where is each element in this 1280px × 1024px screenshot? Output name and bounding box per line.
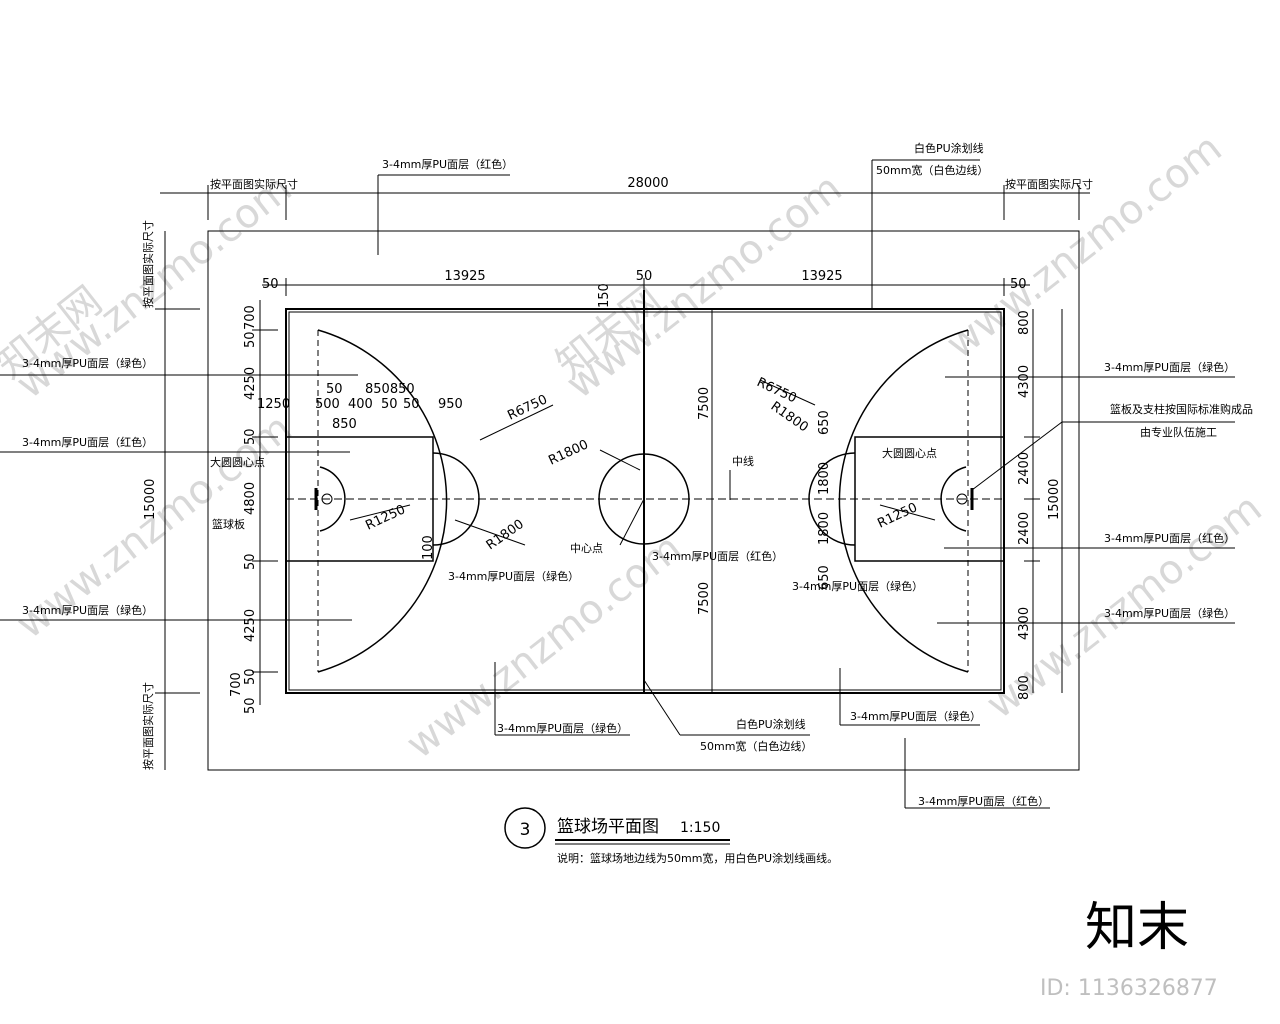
title-number-circle — [504, 807, 546, 849]
label-pu-green-bottom-right: 3-4mm厚PU面层（绿色） — [850, 709, 981, 723]
dim-right-650-a: 650 — [817, 410, 832, 435]
label-white-line-top: 白色PU涂划线 — [914, 141, 984, 155]
dim-7500-bottom: 7500 — [697, 582, 712, 615]
dim-by-site-left-top: 按平面图实际尺寸 — [141, 220, 155, 308]
dim-left-50-a: 50 — [243, 331, 258, 348]
radius-center-1800: R1800 — [546, 437, 591, 468]
left-restricted-arc — [319, 466, 346, 532]
left-hoop — [321, 493, 333, 505]
dim-left-700-top: 700 — [243, 305, 258, 330]
label-hoop-note-2: 由专业队伍施工 — [1140, 425, 1217, 439]
dim-right-4300-bottom: 4300 — [1017, 607, 1032, 640]
label-center-point: 中心点 — [570, 542, 603, 555]
dim-left-50-e: 50 — [243, 697, 258, 714]
dim-15000-right: 15000 — [1047, 479, 1062, 520]
dim-left-4250-bottom: 4250 — [243, 609, 258, 642]
label-pu-red-bottom: 3-4mm厚PU面层（红色） — [918, 794, 1049, 808]
dim-50-center: 50 — [636, 269, 653, 284]
label-pu-red-left: 3-4mm厚PU面层（红色） — [22, 435, 153, 449]
title-number: 3 — [520, 820, 531, 840]
dim-by-site-right: 按平面图实际尺寸 — [1005, 177, 1093, 191]
dim-key-500: 500 — [315, 397, 340, 412]
watermark-site-6: www.znzmo.com — [938, 125, 1231, 368]
right-threepoint-arc — [838, 329, 969, 673]
dim-key-50-b: 50 — [403, 397, 420, 412]
dim-right-2400-top: 2400 — [1017, 452, 1032, 485]
title-text: 篮球场平面图 — [557, 817, 659, 837]
dim-key-850850: 850850 — [365, 382, 415, 397]
dim-right-4300-top: 4300 — [1017, 365, 1032, 398]
dim-right-800-top: 800 — [1017, 310, 1032, 335]
dim-right-1800-b: 1800 — [817, 512, 832, 545]
right-hoop — [956, 493, 968, 505]
radius-left-6750: R6750 — [505, 392, 550, 423]
dim-28000: 28000 — [627, 176, 668, 191]
dim-left-4250-top: 4250 — [243, 367, 258, 400]
dim-left-4800: 4800 — [243, 482, 258, 515]
dim-left-50-b: 50 — [243, 428, 258, 445]
radius-right-1250: R1250 — [875, 500, 920, 531]
label-pu-green-right-bottom: 3-4mm厚PU面层（绿色） — [1104, 606, 1235, 620]
dim-left-700-bottom: 700 — [229, 672, 244, 697]
label-pu-red-top: 3-4mm厚PU面层（红色） — [382, 157, 513, 171]
right-restricted-arc — [940, 466, 967, 532]
label-center-line: 中线 — [732, 454, 754, 468]
dim-15000-left: 15000 — [143, 479, 158, 520]
left-key — [285, 436, 434, 562]
label-backboard: 篮球板 — [212, 517, 245, 531]
dim-key-100: 100 — [421, 535, 436, 560]
dim-right-650-b: 650 — [817, 565, 832, 590]
radius-left-1250: R1250 — [363, 502, 408, 533]
watermark-logo: 知末 — [1085, 898, 1189, 958]
label-pu-green-left-bottom: 3-4mm厚PU面层（绿色） — [22, 603, 153, 617]
label-big-circle-left: 大圆圆心点 — [210, 455, 265, 469]
label-pu-green-left-top: 3-4mm厚PU面层（绿色） — [22, 356, 153, 370]
dim-13925-left: 13925 — [444, 269, 485, 284]
dim-7500-top: 7500 — [697, 387, 712, 420]
right-key — [854, 436, 1005, 562]
dim-key-50: 50 — [326, 382, 343, 397]
dim-key-850: 850 — [332, 417, 357, 432]
label-pu-green-bottom-left: 3-4mm厚PU面层（绿色） — [497, 721, 628, 735]
watermark-id: ID: 1136326877 — [1040, 976, 1218, 1001]
label-line-50-top: 50mm宽（白色边线） — [876, 163, 988, 177]
dim-50-left: 50 — [262, 277, 279, 292]
radius-left-1800: R1800 — [484, 517, 527, 553]
label-line-50-bottom: 50mm宽（白色边线） — [700, 739, 812, 753]
label-white-line-bottom: 白色PU涂划线 — [736, 717, 806, 731]
dim-50-right: 50 — [1010, 277, 1027, 292]
label-pu-green-right-mid: 3-4mm厚PU面层（绿色） — [792, 579, 923, 593]
dim-by-site-left-bottom: 按平面图实际尺寸 — [141, 682, 155, 770]
site-boundary — [207, 230, 1080, 771]
label-big-circle-right: 大圆圆心点 — [882, 446, 937, 460]
dim-key-950: 950 — [438, 397, 463, 412]
dim-key-400: 400 — [348, 397, 373, 412]
left-threepoint-arc — [317, 329, 448, 673]
label-hoop-note-1: 篮板及支柱按国际标准购成品 — [1110, 402, 1253, 416]
dim-right-1800-a: 1800 — [817, 462, 832, 495]
dim-key-1250: 1250 — [257, 397, 290, 412]
dim-150: 150 — [597, 283, 612, 308]
dim-right-2400-bottom: 2400 — [1017, 512, 1032, 545]
title-note: 说明：篮球场地边线为50mm宽，用白色PU涂划线画线。 — [557, 851, 838, 865]
dim-by-site-left: 按平面图实际尺寸 — [210, 177, 298, 191]
left-freethrow-arc — [432, 452, 480, 546]
label-pu-green-left-mid: 3-4mm厚PU面层（绿色） — [448, 569, 579, 583]
dim-right-800-bottom: 800 — [1017, 675, 1032, 700]
dim-left-50-c: 50 — [243, 553, 258, 570]
title-scale: 1:150 — [680, 820, 720, 836]
label-pu-red-right: 3-4mm厚PU面层（红色） — [1104, 531, 1235, 545]
dim-13925-right: 13925 — [801, 269, 842, 284]
dim-key-50-a: 50 — [381, 397, 398, 412]
label-pu-red-center: 3-4mm厚PU面层（红色） — [652, 549, 783, 563]
right-freethrow-arc — [808, 452, 856, 546]
dim-left-50-d: 50 — [243, 668, 258, 685]
label-pu-green-right-top: 3-4mm厚PU面层（绿色） — [1104, 360, 1235, 374]
